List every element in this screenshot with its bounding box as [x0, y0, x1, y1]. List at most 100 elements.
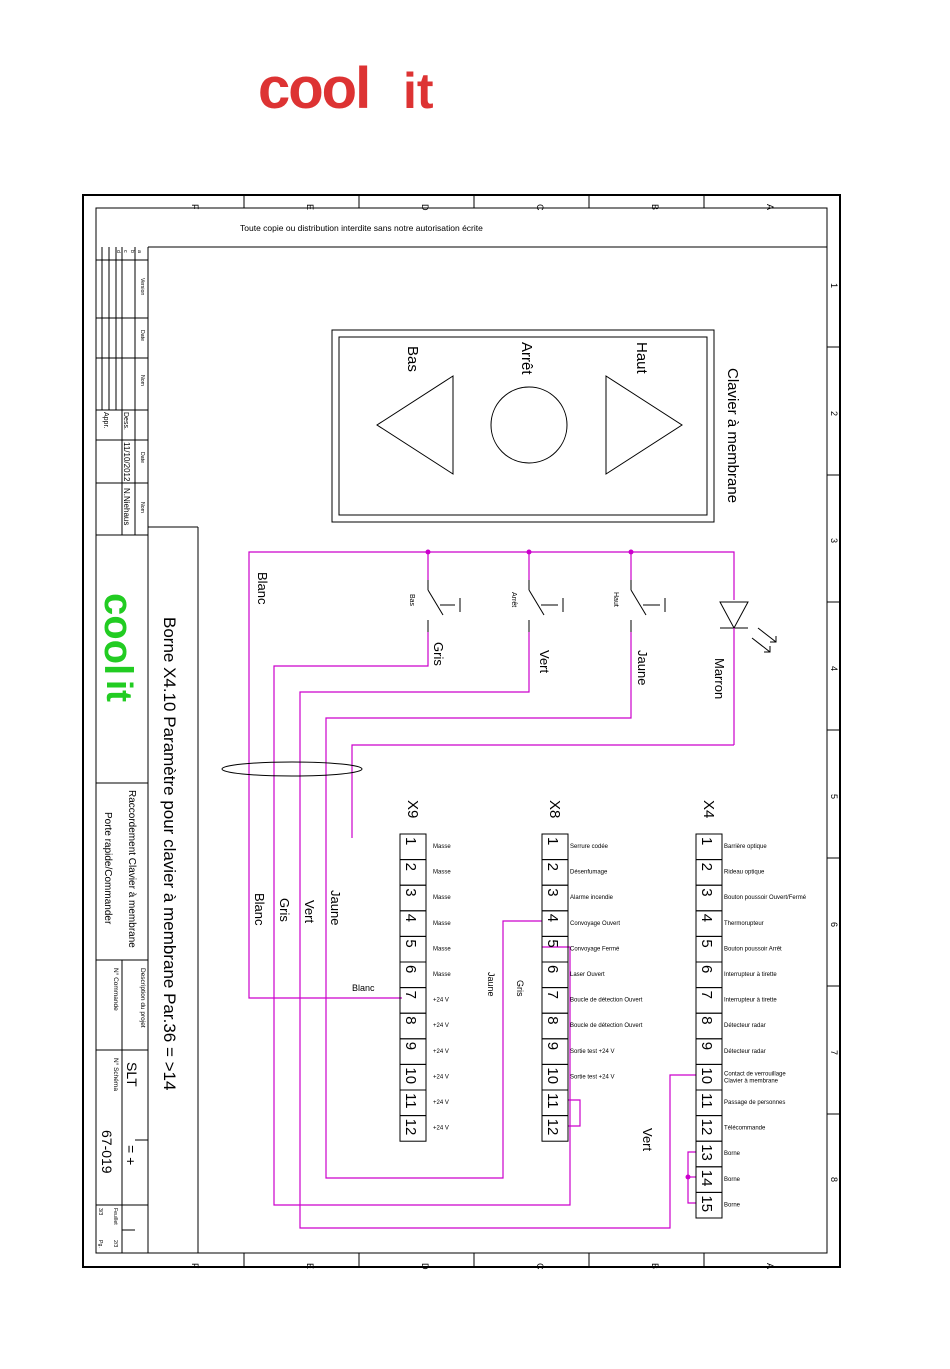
sheet-label: Feuillet — [112, 1208, 118, 1225]
main-title: Borne X4.10 Paramètre pour clavier à mem… — [160, 617, 179, 1090]
wire-label-vert-x4: Vert — [640, 1128, 655, 1152]
terminal-label-X4-4: Thermorupteur — [724, 921, 764, 927]
wire-label-blanc: Blanc — [252, 893, 267, 926]
terminal-label-X8-2: Désenfumage — [570, 870, 608, 876]
border-row-8: 8 — [829, 1177, 839, 1182]
border-letter-C-bottom: C — [535, 1263, 545, 1270]
terminal-label-X4-7: Interrupteur à tirette — [724, 998, 777, 1004]
terminal-label-X9-4: Masse — [433, 921, 451, 927]
terminal-number-X9-9: 9 — [402, 1042, 419, 1050]
appr-label: Appr. — [102, 412, 109, 428]
terminal-number-X8-2: 2 — [544, 863, 561, 871]
terminal-label-X8-10: Sortie test +24 V — [570, 1074, 615, 1080]
terminal-label-X8-9: Sortie test +24 V — [570, 1049, 615, 1055]
wire-label-jaune-switch: Jaune — [635, 650, 650, 685]
border-letter-F-top: F — [190, 204, 200, 210]
terminal-number-X4-14: 14 — [698, 1170, 715, 1187]
led-icon — [719, 568, 777, 745]
date-col-header: Date — [139, 452, 145, 463]
wiring: Bas Arrêt Haut — [221, 549, 777, 1229]
terminal-number-X9-12: 12 — [402, 1119, 419, 1136]
sheet-total: 3/3 — [97, 1208, 103, 1215]
wire-label-jaune-x8: Jaune — [486, 972, 496, 997]
switch-bas — [427, 580, 461, 632]
terminal-number-X9-4: 4 — [402, 914, 419, 922]
terminal-number-X4-15: 15 — [698, 1195, 715, 1212]
border-row-2: 2 — [829, 411, 839, 416]
switch-label-bas: Bas — [408, 594, 415, 607]
terminal-number-X4-13: 13 — [698, 1144, 715, 1161]
up-arrow-icon — [605, 375, 683, 475]
terminal-label-X4-1: Barrière optique — [724, 844, 767, 850]
terminal-label-X9-7: +24 V — [433, 998, 449, 1004]
keypad-inner — [338, 336, 708, 516]
version-header: Version — [139, 278, 145, 295]
terminal-number-X4-8: 8 — [698, 1016, 715, 1024]
terminal-label-X9-8: +24 V — [433, 1023, 449, 1029]
terminal-label-X9-9: +24 V — [433, 1049, 449, 1055]
down-arrow-icon — [376, 375, 454, 475]
terminal-label-X9-11: +24 V — [433, 1100, 449, 1106]
terminal-label-X4-10: Contact de verrouillage — [724, 1071, 786, 1077]
terminal-number-X4-6: 6 — [698, 965, 715, 973]
border-letter-C-top: C — [535, 204, 545, 211]
terminal-number-X4-10: 10 — [698, 1067, 715, 1084]
terminal-number-X9-11: 11 — [402, 1093, 419, 1109]
terminal-number-X9-7: 7 — [402, 991, 419, 999]
terminal-label-X9-10: +24 V — [433, 1074, 449, 1080]
terminal-number-X8-7: 7 — [544, 991, 561, 999]
sheet-number: 2/3 — [112, 1240, 118, 1247]
nom-col-header: Nom — [139, 502, 145, 513]
terminal-number-X4-7: 7 — [698, 991, 715, 999]
product-code: SLT — [124, 1062, 140, 1087]
logo-text-cool: cool — [258, 58, 369, 114]
wire-label-blanc-x9: Blanc — [352, 983, 375, 993]
order-label: N° Commande — [112, 968, 120, 1011]
terminal-label-X4-3: Bouton poussoir Ouvert/Fermé — [724, 895, 807, 901]
date-header: Date — [139, 330, 145, 341]
border-letter-A-top: A — [765, 204, 775, 210]
schema-label: N° Schéma — [112, 1058, 120, 1091]
border-letter-F-bottom: F — [190, 1263, 200, 1269]
terminal-label-X9-12: +24 V — [433, 1126, 449, 1132]
border-row-7: 7 — [829, 1050, 839, 1055]
version-row-d: d — [115, 250, 121, 253]
terminal-number-X8-3: 3 — [544, 888, 561, 896]
terminal-number-X8-6: 6 — [544, 965, 561, 973]
terminal-X9-12 — [399, 1115, 427, 1142]
wire-label-gris-switch: Gris — [431, 642, 446, 666]
nom-header: Nom — [139, 375, 145, 386]
dess-date: 11/10/2012 — [122, 442, 131, 482]
border-letter-A-bottom: A — [765, 1263, 775, 1269]
version-row-a: a — [136, 250, 142, 253]
terminal-number-X8-12: 12 — [544, 1119, 561, 1136]
strip-name-X9: X9 — [404, 800, 421, 818]
terminal-label-X4-8: Détecteur radar — [724, 1023, 766, 1029]
outer-frame — [82, 194, 841, 1268]
keypad-title: Clavier à membrane — [724, 368, 741, 503]
version-row-c: c — [122, 250, 128, 253]
terminal-label-X4-11: Passage de personnes — [724, 1100, 785, 1106]
switch-arret — [528, 580, 564, 632]
terminal-number-X4-5: 5 — [698, 939, 715, 947]
title-block-logo-cool: cool — [96, 593, 140, 675]
terminal-number-X4-9: 9 — [698, 1042, 715, 1050]
page-abbr: Pg. — [97, 1240, 103, 1248]
terminal-label-X4-6: Interrupteur à tirette — [724, 972, 777, 978]
terminal-label-X8-8: Boucle de détection Ouvert — [570, 1023, 643, 1029]
keypad-outer — [331, 329, 715, 523]
terminal-label-X4-2: Rideau optique — [724, 870, 765, 876]
switch-label-haut: Haut — [612, 592, 619, 607]
project-subtitle: Porte rapide/Commander — [102, 812, 113, 925]
wire-label-gris: Gris — [277, 898, 292, 922]
border-row-6: 6 — [829, 922, 839, 927]
title-block-logo-it: it — [99, 680, 140, 702]
project-title: Raccordement Clavier à membrane — [126, 790, 137, 948]
terminal-number-X4-3: 3 — [698, 888, 715, 896]
inner-frame — [95, 207, 828, 1254]
terminal-label-X8-7: Boucle de détection Ouvert — [570, 998, 643, 1004]
terminal-number-X4-1: 1 — [698, 837, 715, 845]
terminal-label-X8-5: Convoyage Fermé — [570, 946, 620, 952]
